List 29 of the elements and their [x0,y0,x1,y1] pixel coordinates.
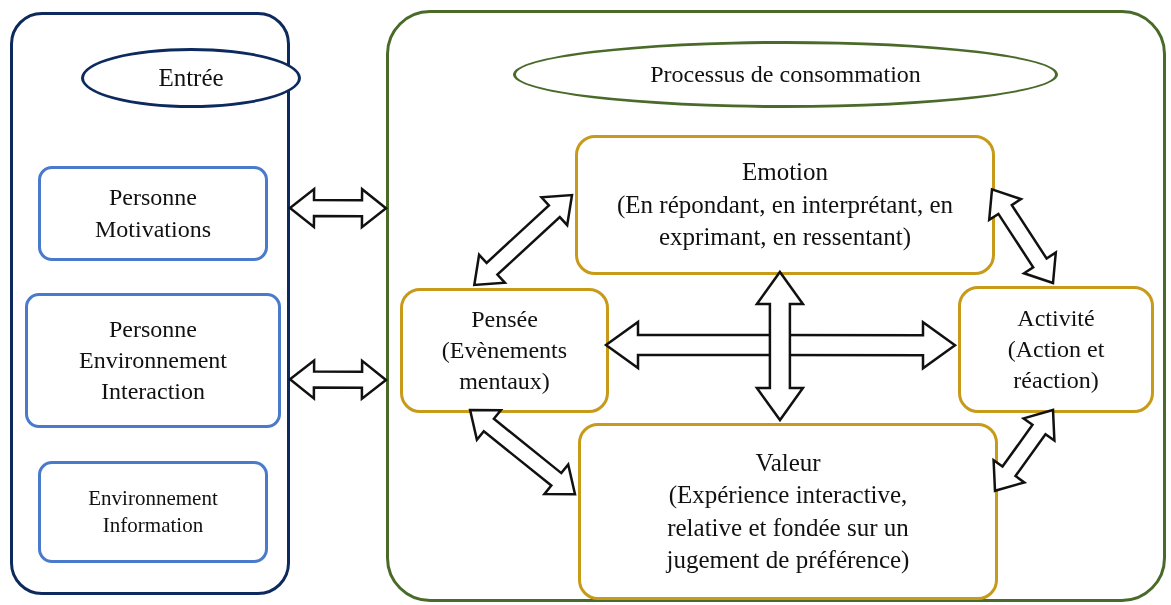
double-block-arrow [288,357,388,402]
node-title: Personne Motivations [94,183,212,244]
process-box [575,135,995,275]
node-title: Entrée [158,62,224,93]
node-description: (En répondant, en interprétant, en exprimant, en ressentant) [616,189,954,253]
process-box [400,288,609,413]
double-block-arrow [987,187,1058,285]
node-description: (Evènements mentaux) [440,335,569,397]
double-block-arrow [472,193,574,287]
double-block-arrow [288,186,388,230]
node-title: Emotion [741,157,829,188]
process-box [578,423,998,600]
node-title: Pensée [471,304,538,334]
input-box [25,293,281,428]
node-description: (Action et réaction) [1006,334,1106,396]
node-title: Valeur [755,447,821,478]
double-block-arrow [468,408,577,496]
node-title: Processus de consommation [650,59,921,89]
process-panel [386,10,1166,602]
double-block-arrow [754,269,806,423]
double-block-arrow [992,408,1056,493]
node-description: (Expérience interactive, relative et fondée sur un jugement de préférence) [664,480,911,575]
node-title: Activité [1017,303,1095,333]
double-block-arrow [603,319,958,371]
input-box [38,166,268,261]
node-title: Environnement Information [87,484,219,539]
input-box [38,461,268,563]
node-title: Personne Environnement Interaction [78,314,228,407]
process-box [958,286,1154,413]
